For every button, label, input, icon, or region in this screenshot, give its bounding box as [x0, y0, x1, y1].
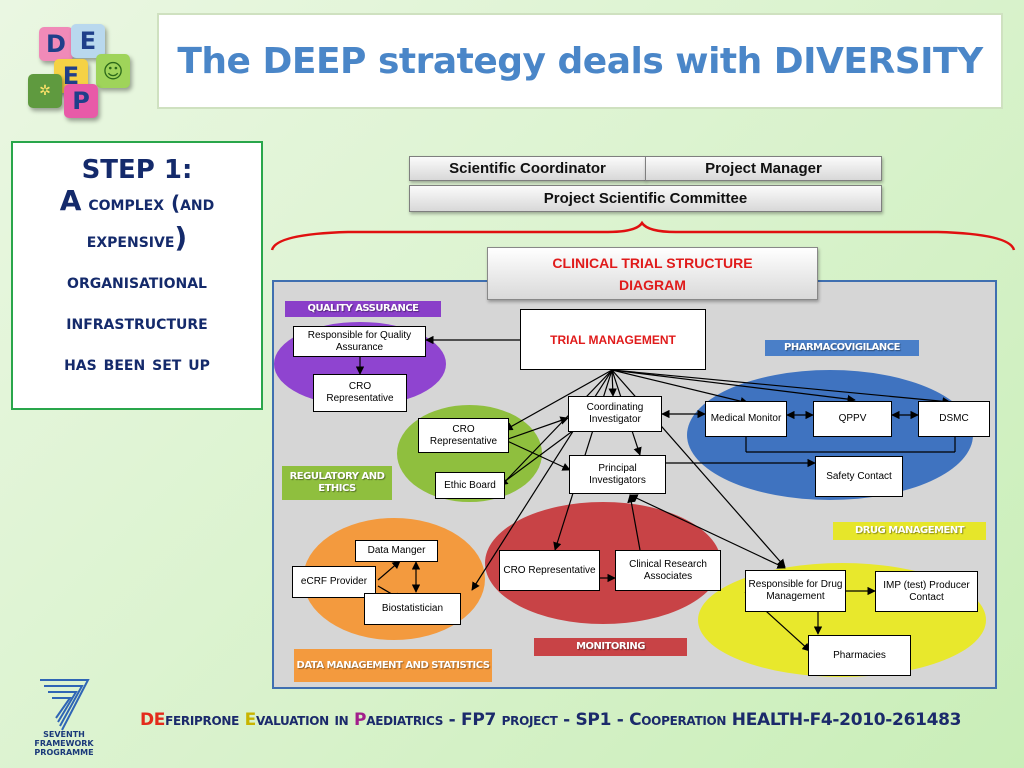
step-line2-paren: ) [174, 221, 188, 254]
step-box: STEP 1: A complex (and expensive) organi… [11, 141, 263, 410]
node-imp-producer: IMP (test) Producer Contact [875, 571, 978, 612]
node-responsible-quality: Responsible for Quality Assurance [293, 326, 426, 357]
page-title: The DEEP strategy deals with DIVERSITY [177, 40, 983, 82]
footer-rest2: - SP1 - [557, 710, 630, 730]
node-trial-management: TRIAL MANAGEMENT [520, 309, 706, 370]
footer-rest3: HEALTH-F4-2010-261483 [726, 710, 962, 730]
step-heading: STEP 1: [81, 155, 193, 185]
footer-eferiprone: feriprone [165, 710, 240, 730]
fp7-logo-icon [40, 679, 90, 731]
node-dsmc: DSMC [918, 401, 990, 437]
footer-valuation: valuation in [255, 710, 349, 730]
step-line5: has been set up [64, 351, 210, 375]
footer-e: E [244, 710, 257, 730]
tag-data-management: DATA MANAGEMENT AND STATISTICS [294, 649, 492, 682]
project-manager-bar: Project Manager [645, 156, 882, 181]
logo-cube-p: P [64, 84, 98, 118]
step-line1: complex ( [81, 191, 181, 215]
footer-de: DE [140, 710, 166, 730]
scientific-coordinator-bar: Scientific Coordinator [409, 156, 646, 181]
node-qppv: QPPV [813, 401, 892, 437]
footer-rest1: - FP7 [443, 710, 502, 730]
fp7-label: SEVENTH FRAMEWORK PROGRAMME [14, 730, 114, 757]
node-principal-investigators: Principal Investigators [569, 455, 666, 494]
node-cro-monitoring: CRO Representative [499, 550, 600, 591]
footer-cooperation: Cooperation [629, 710, 727, 730]
node-cro-regulatory: CRO Representative [418, 418, 509, 453]
footer-aediatrics: aediatrics [366, 710, 444, 730]
fp7-line2: PROGRAMME [34, 748, 94, 757]
logo-cube-d: D [39, 27, 73, 61]
tag-monitoring: MONITORING [534, 638, 687, 656]
footer-text: DEferiprone Evaluation in Paediatrics - … [140, 710, 962, 730]
step-line1b: and [180, 191, 215, 215]
logo-cube-e1: E [71, 24, 105, 58]
node-pharmacies: Pharmacies [808, 635, 911, 676]
footer-p: P [354, 710, 367, 730]
node-safety-contact: Safety Contact [815, 456, 903, 497]
brace-path [270, 220, 1016, 251]
logo-cube-stars: ✲ [28, 74, 62, 108]
step-line1-big: A [59, 184, 82, 217]
diagram-title: CLINICAL TRIAL STRUCTURE DIAGRAM [487, 247, 818, 300]
tag-regulatory-ethics: REGULATORY AND ETHICS [282, 466, 392, 500]
step-line3: organisational [67, 269, 207, 293]
node-cro-quality: CRO Representative [313, 374, 407, 412]
red-brace [270, 220, 1016, 251]
node-ecrf-provider: eCRF Provider [292, 566, 376, 598]
node-ethic-board: Ethic Board [435, 472, 505, 499]
step-description: A complex (and expensive) organisational… [13, 185, 261, 384]
diagram-title-line1: CLINICAL TRIAL STRUCTURE [552, 255, 753, 271]
diagram-title-line2: DIAGRAM [619, 277, 686, 293]
node-coordinating-investigator: Coordinating Investigator [568, 396, 662, 432]
title-box: The DEEP strategy deals with DIVERSITY [157, 13, 1003, 109]
fp7-line1: SEVENTH FRAMEWORK [34, 730, 94, 748]
node-data-manager: Data Manger [355, 540, 438, 562]
logo-cube-smiley: ☺ [96, 54, 130, 88]
node-medical-monitor: Medical Monitor [705, 401, 787, 437]
tag-drug-management: DRUG MANAGEMENT [833, 522, 986, 540]
step-line2: expensive [86, 228, 175, 252]
footer-project: project [501, 710, 558, 730]
node-responsible-drug: Responsible for Drug Management [745, 570, 846, 612]
project-committee-bar: Project Scientific Committee [409, 185, 882, 212]
node-biostatistician: Biostatistician [364, 593, 461, 625]
tag-pharmacovigilance: PHARMACOVIGILANCE [765, 340, 919, 356]
deep-logo: D E ☺ E ✲ P [24, 24, 134, 119]
step-line4: infrastructure [66, 310, 208, 334]
node-clinical-research-associates: Clinical Research Associates [615, 550, 721, 591]
tag-quality-assurance: QUALITY ASSURANCE [285, 301, 441, 317]
